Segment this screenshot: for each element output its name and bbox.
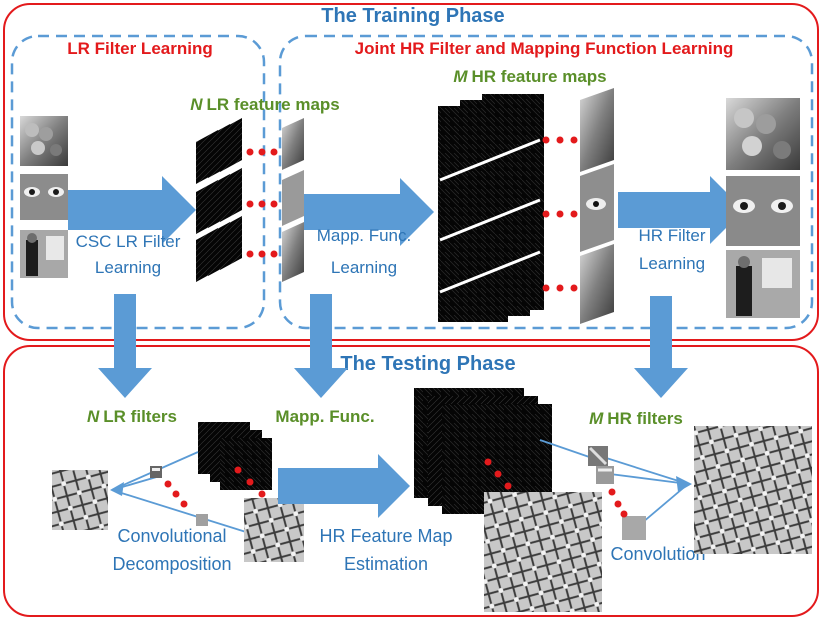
n-lr-filters-prefix: N	[87, 407, 100, 426]
mapp-func-label: Mapp. Func.	[275, 407, 374, 426]
m-hr-filters-prefix: M	[589, 409, 604, 428]
hr-filter-dots	[608, 488, 628, 518]
arrow-mapping-function-learning	[304, 178, 434, 246]
csc-label-line1: CSC LR Filter	[76, 232, 181, 251]
m-hr-filters-rest: HR filters	[607, 409, 683, 428]
lr-slanted-images	[282, 118, 304, 282]
mapp-label-line2: Learning	[331, 258, 397, 277]
hr-training-images	[726, 98, 800, 318]
lr-feature-maps-stack	[196, 118, 242, 282]
lr-filter-icons	[150, 466, 208, 526]
testing-phase-title: The Testing Phase	[340, 353, 515, 375]
lr-output-arrowhead	[110, 482, 124, 496]
lr-training-images	[20, 116, 68, 278]
lr-test-butterfly	[244, 498, 304, 562]
lr-input-butterfly-image	[52, 470, 108, 530]
lr-filter-learning-box	[10, 34, 266, 330]
hr-filter-icons	[588, 446, 646, 540]
hr-slanted-images	[580, 88, 614, 324]
arrow-hr-filter-learning	[618, 176, 744, 244]
conv-decomp-line1: Convolutional	[117, 526, 226, 546]
hrf-label-line2: Learning	[639, 254, 705, 273]
hr-test-butterfly	[484, 492, 602, 612]
hr-est-line1: HR Feature Map	[319, 526, 452, 546]
hr-output-arrowhead	[676, 476, 692, 492]
hr-feature-maps-stack	[438, 94, 544, 322]
m-hr-feature-maps-rest: HR feature maps	[472, 67, 607, 86]
down-arrow-n-lr-filters	[98, 294, 152, 398]
n-lr-feature-maps-prefix: N	[190, 95, 203, 114]
hr-dots	[542, 136, 578, 292]
down-arrow-mapp-func	[294, 294, 348, 398]
arrow-csc-lr-filter-learning	[68, 176, 196, 244]
n-lr-feature-maps-rest: LR feature maps	[207, 95, 340, 114]
testing-phase-box	[3, 345, 819, 617]
down-arrow-m-hr-filters	[634, 296, 688, 398]
lr-test-feature-maps	[198, 422, 272, 498]
training-phase-title: The Training Phase	[321, 5, 504, 27]
joint-learning-title: Joint HR Filter and Mapping Function Lea…	[355, 39, 734, 58]
hrf-label-line1: HR Filter	[638, 226, 705, 245]
lr-filter-learning-title: LR Filter Learning	[67, 39, 212, 58]
training-phase-box	[3, 3, 819, 341]
n-lr-filters-rest: LR filters	[103, 407, 177, 426]
joint-learning-box	[278, 34, 814, 330]
arrow-hr-feature-map-estimation	[278, 454, 410, 518]
convolution-label: Convolution	[610, 544, 705, 564]
hr-output-butterfly-image	[694, 426, 812, 554]
lr-dots	[246, 148, 278, 258]
csc-label-line2: Learning	[95, 258, 161, 277]
mapp-label-line1: Mapp. Func.	[317, 226, 412, 245]
conv-decomp-line2: Decomposition	[112, 554, 231, 574]
lr-filter-dots	[164, 480, 188, 508]
m-hr-feature-maps-prefix: M	[453, 67, 468, 86]
hr-est-line2: Estimation	[344, 554, 428, 574]
